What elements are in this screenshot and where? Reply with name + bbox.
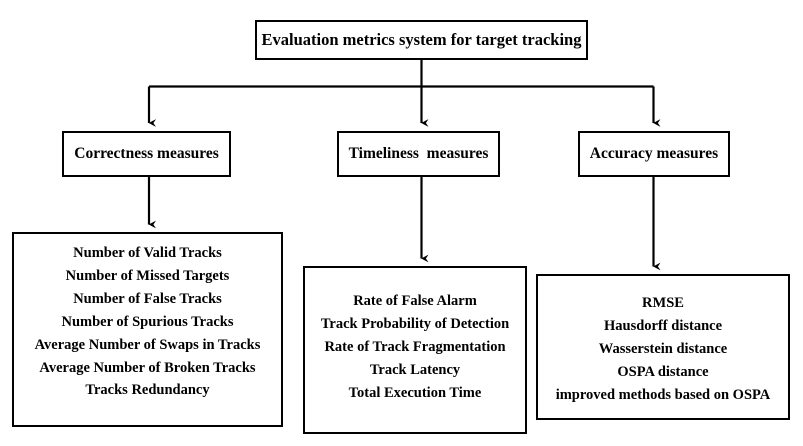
metric-item: Rate of False Alarm bbox=[353, 293, 477, 309]
category-node-label: Accuracy measures bbox=[589, 145, 719, 163]
root-node-label: Evaluation metrics system for target tra… bbox=[261, 29, 582, 49]
root-node-evaluation-metrics-system: Evaluation metrics system for target tra… bbox=[255, 20, 588, 60]
metric-item: Number of Missed Targets bbox=[65, 267, 230, 284]
metric-item: Hausdorff distance bbox=[603, 317, 723, 334]
metric-item: Wasserstein distance bbox=[598, 340, 728, 357]
metric-item: Track Probability of Detection bbox=[320, 315, 510, 332]
metric-item: Total Execution Time bbox=[348, 384, 482, 401]
metric-item: Average Number of Swaps in Tracks bbox=[34, 336, 261, 353]
metric-item: OSPA distance bbox=[617, 363, 709, 380]
category-node-label: Timeliness measures bbox=[348, 145, 489, 163]
category-node-accuracy-measures: Accuracy measures bbox=[578, 131, 730, 177]
metric-item: improved methods based on OSPA bbox=[555, 386, 771, 403]
metric-item: Track Latency bbox=[369, 361, 461, 378]
metric-item: Rate of Track Fragmentation bbox=[324, 338, 506, 355]
metric-item: RMSE bbox=[642, 295, 684, 311]
metric-item: Number of Spurious Tracks bbox=[61, 313, 234, 330]
category-node-timeliness-measures: Timeliness measures bbox=[337, 131, 500, 177]
metric-item: Number of False Tracks bbox=[73, 290, 222, 307]
metric-item: Average Number of Broken Tracks bbox=[39, 359, 256, 376]
category-node-correctness-measures: Correctness measures bbox=[62, 131, 231, 177]
category-node-label: Correctness measures bbox=[74, 145, 219, 163]
metric-item: Number of Valid Tracks bbox=[73, 245, 222, 261]
metric-item: Tracks Redundancy bbox=[85, 382, 210, 399]
